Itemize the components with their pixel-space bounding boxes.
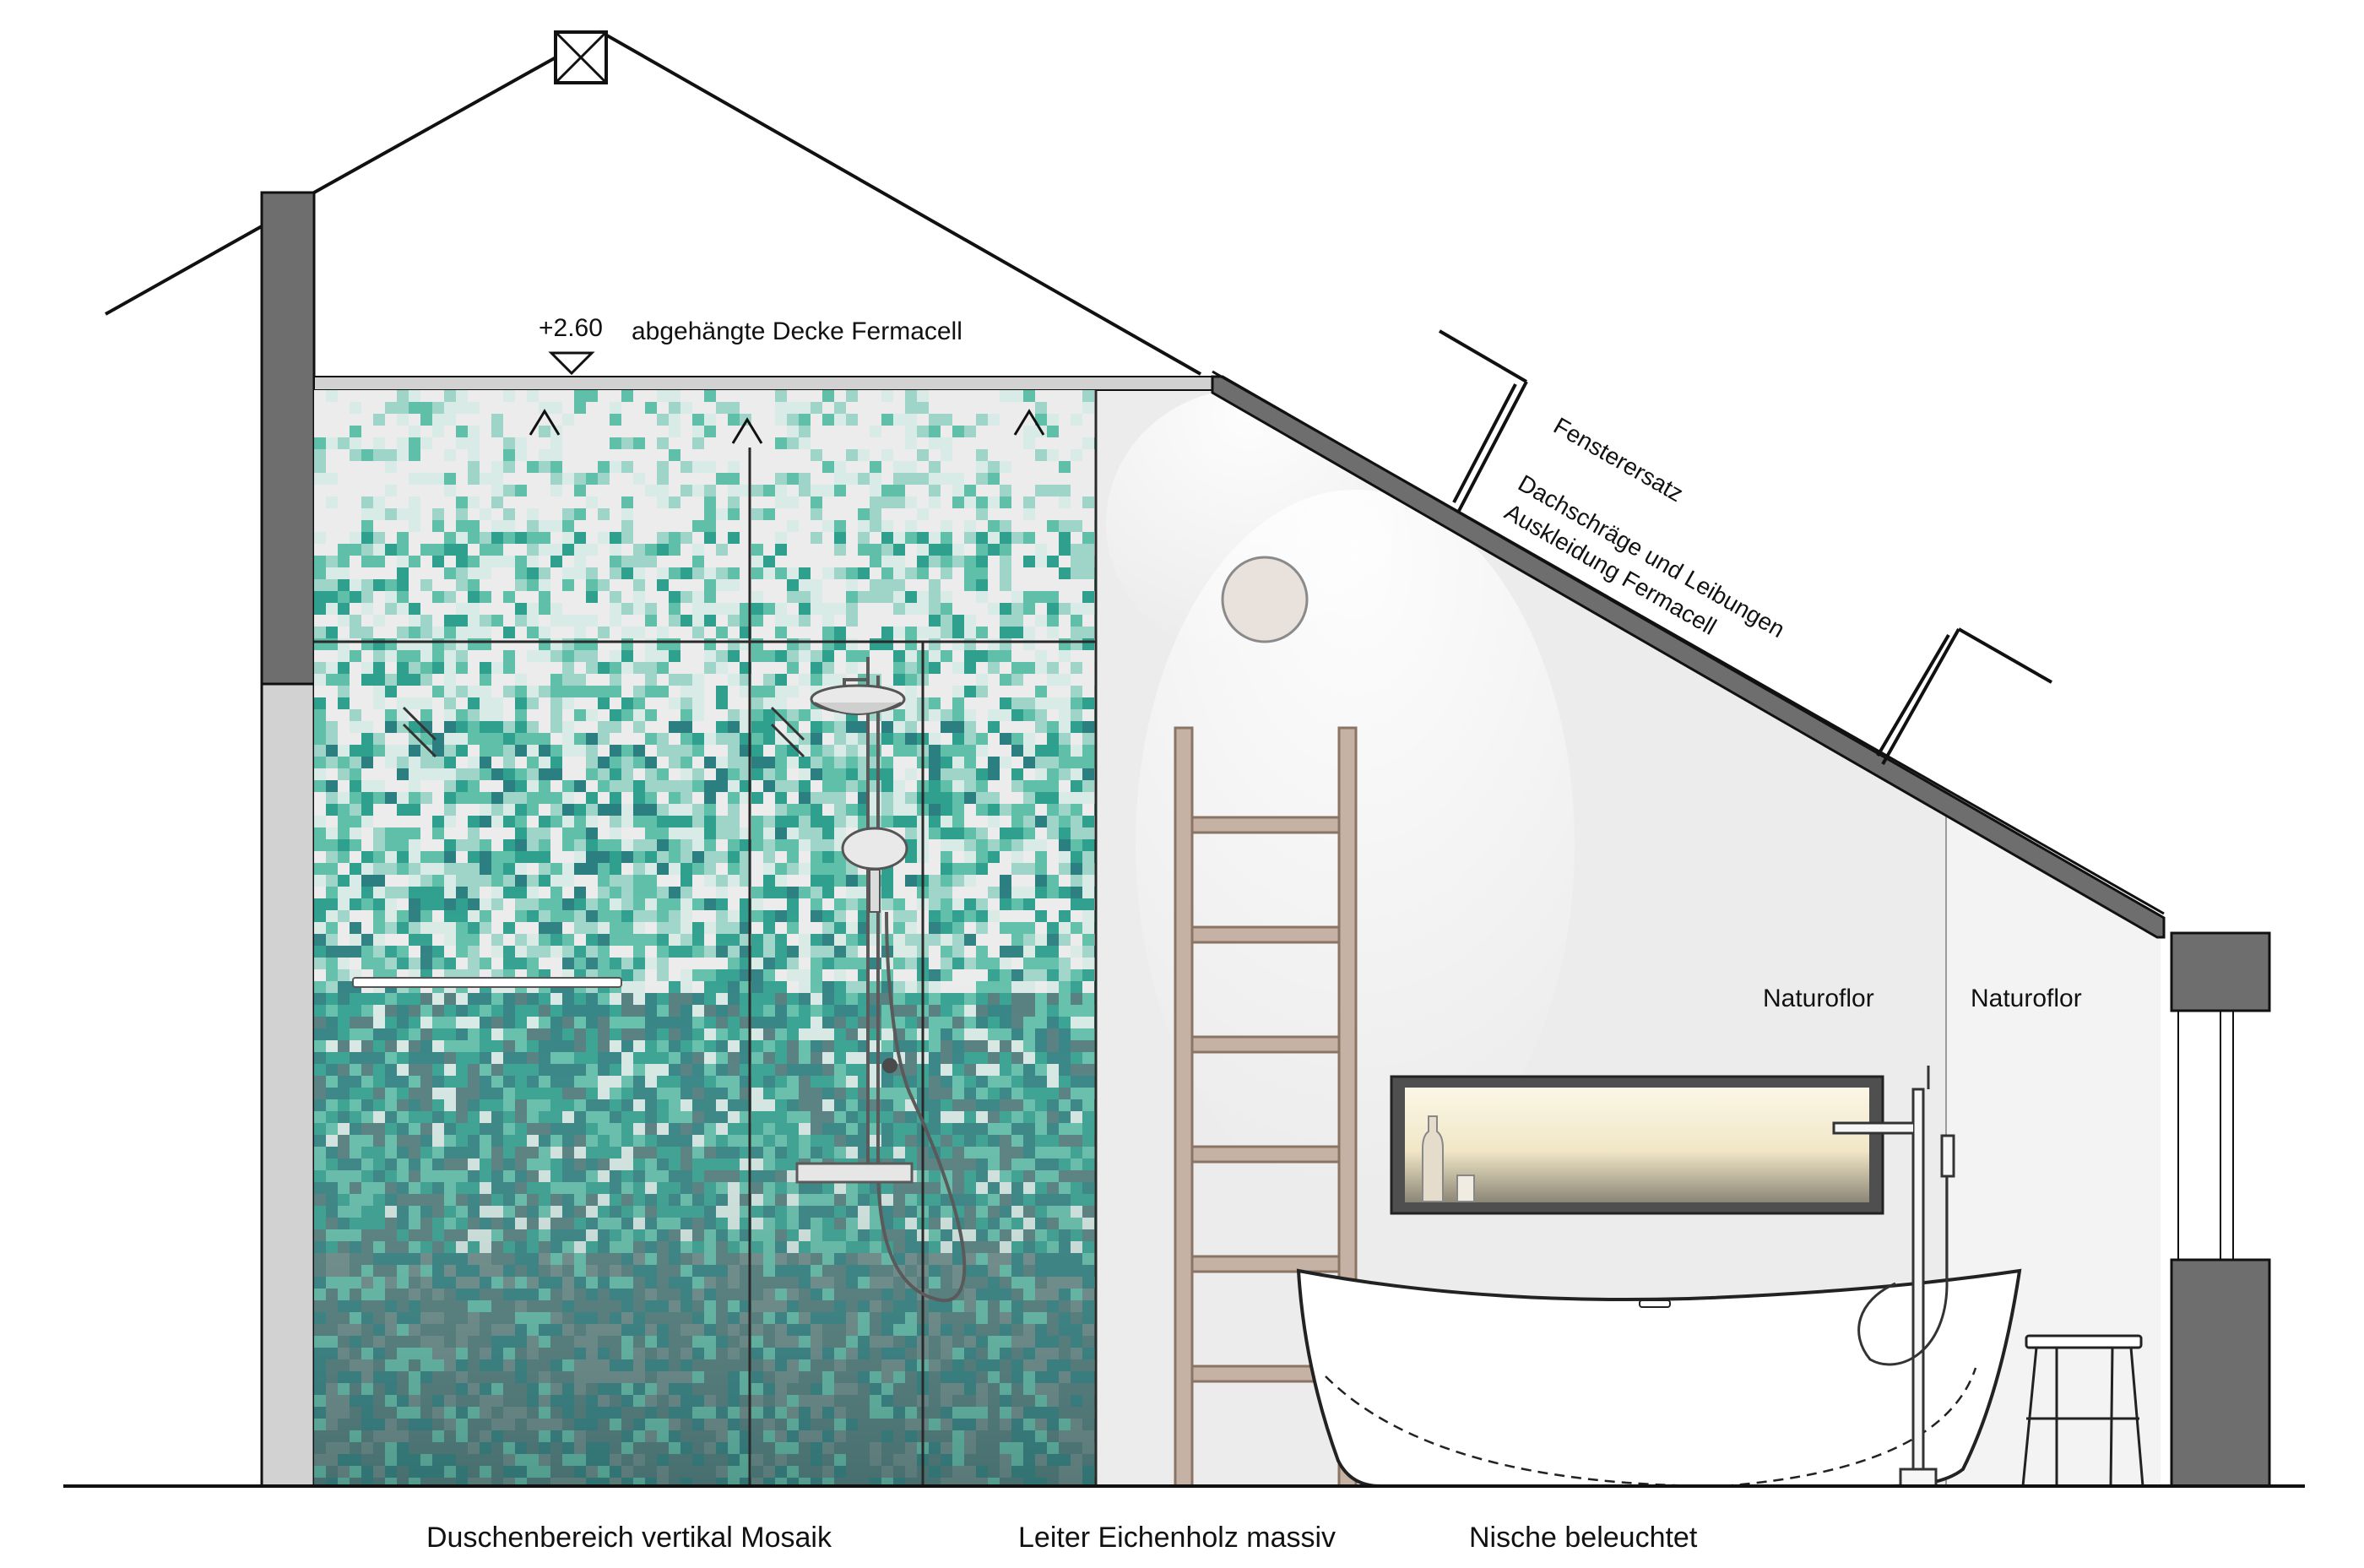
ceiling-label: abgehängte Decke Fermacell <box>632 317 962 345</box>
ceiling-spotlights <box>529 409 1045 444</box>
wooden-stool <box>2021 1334 2144 1487</box>
ridge-vent <box>554 30 608 84</box>
wall-lamp <box>1221 556 1309 643</box>
rain-shower-head <box>810 684 906 715</box>
suspended-ceiling <box>313 376 1213 391</box>
shower-caption: Duschenbereich vertikal Mosaik <box>426 1522 832 1554</box>
glass-handles <box>402 706 805 758</box>
roof-window-lower <box>1876 627 2052 765</box>
niche-caption: Nische beleuchtet <box>1469 1522 1698 1554</box>
elevation-label: +2.60 <box>539 314 603 342</box>
illuminated-niche <box>1390 1075 1884 1215</box>
shower-shelf <box>352 977 622 988</box>
naturoflor-label-right: Naturoflor <box>1971 985 2082 1012</box>
level-marker: +2.60 abgehängte Decke Fermacell <box>539 314 962 376</box>
shower-system <box>795 657 967 1303</box>
hand-shower-head <box>841 827 908 913</box>
ladder-caption: Leiter Eichenholz massiv <box>1018 1522 1336 1554</box>
bathtub <box>1296 1268 2022 1488</box>
roof-window-upper <box>1438 329 1528 512</box>
roof-slope <box>1211 370 2166 939</box>
right-wall <box>2170 931 2271 1488</box>
shower-glass-partitions <box>314 390 1098 1486</box>
window-label: Fensterersatz <box>1549 412 1688 507</box>
naturoflor-label-left: Naturoflor <box>1763 985 1874 1012</box>
mosaic-shading <box>314 390 1096 1486</box>
left-wall <box>260 191 316 1488</box>
